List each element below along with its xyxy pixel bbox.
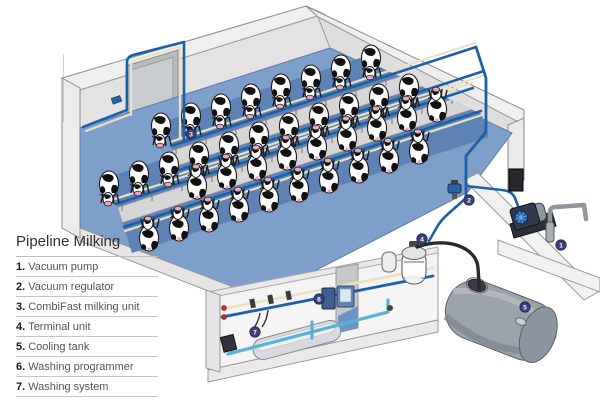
milkroom-wall-corner [205,289,221,373]
tank-front-face [518,306,558,363]
marker-5: 5 [519,301,531,313]
pipe-clamp [285,290,292,301]
jar-lid [401,246,427,260]
red-valve-cap [221,305,227,311]
small-vessel [381,251,397,273]
marker-5-number: 5 [523,304,527,311]
pipeline-door-loop [81,40,186,144]
marker-4-number: 4 [420,236,424,243]
marker-6: 6 [313,293,325,305]
legend-item-vacuum-regulator: 2.Vacuum regulator [16,277,158,297]
legend-item-label: Vacuum regulator [28,281,115,293]
legend-item-label: Washing system [28,381,109,393]
legend-item-washing-system: 7.Washing system [16,377,158,397]
marker-6-number: 6 [317,296,321,303]
pipe-clamp [249,298,256,309]
legend-item-label: Vacuum pump [28,261,99,273]
main-drop-pipe [464,45,488,200]
milk-hose [415,241,481,291]
legend-item-label: Terminal unit [28,321,91,333]
legend-item-label: Cooling tank [28,341,90,353]
legend-item-number: 3. [16,301,26,313]
wash-pump-unit [219,333,238,353]
washing-system [219,298,393,361]
programmer-screen [339,288,352,303]
electrical-box [508,168,524,192]
pump-ledge [497,239,600,293]
marker-4: 4 [416,233,428,245]
wash-valve [387,305,393,311]
legend-item-number: 4. [16,321,26,333]
legend-title: Pipeline Milking [16,233,158,257]
milkroom-wall-base [207,319,439,383]
callout-markers: 1 2 3 4 5 6 7 [185,128,567,338]
milk-level [405,275,421,283]
silencer-tube [545,221,555,243]
tank-cap [515,317,527,326]
legend-item-number: 1. [16,261,26,273]
left-wall-post [61,77,81,239]
legend-item-terminal-unit: 4.Terminal unit [16,317,158,337]
legend-item-label: CombiFast milking unit [28,301,140,313]
terminal-feed-pipe [427,196,468,243]
legend-item-cooling-tank: 5.Cooling tank [16,337,158,357]
legend-item-vacuum-pump: 1.Vacuum pump [16,257,158,277]
marker-3: 3 [185,128,197,140]
vacuum-regulator [447,180,462,199]
wall-fitting [110,95,123,105]
cooling-tank [443,277,559,363]
marker-3-number: 3 [189,131,193,138]
regulator-stub [452,193,457,199]
legend-item-combifast-milking-unit: 3.CombiFast milking unit [16,297,158,317]
legend-item-number: 5. [16,341,26,353]
regulator-body [447,183,462,194]
marker-7: 7 [249,326,261,338]
red-valve-cap [221,314,227,320]
impeller-blades [515,211,527,224]
legend-item-number: 2. [16,281,26,293]
legend: Pipeline Milking 1.Vacuum pump 2.Vacuum … [16,233,158,397]
stanchions-front [121,93,453,211]
exhaust-pipe [547,202,589,229]
regulator-top [451,180,458,184]
marker-2-number: 2 [467,197,471,204]
marker-1: 1 [555,239,567,251]
pipe-clamp [267,294,274,305]
legend-item-number: 6. [16,361,26,373]
marker-1-number: 1 [559,242,563,249]
legend-item-label: Washing programmer [28,361,134,373]
legend-item-number: 7. [16,381,26,393]
vacuum-pump [509,202,589,243]
terminal-unit [381,241,427,285]
pump-feed-pipe [464,184,520,208]
washing-programmer [321,285,355,310]
marker-2: 2 [463,194,475,206]
milkroom-doorway-floor [338,306,358,333]
legend-item-washing-programmer: 6.Washing programmer [16,357,158,377]
marker-7-number: 7 [253,329,257,336]
